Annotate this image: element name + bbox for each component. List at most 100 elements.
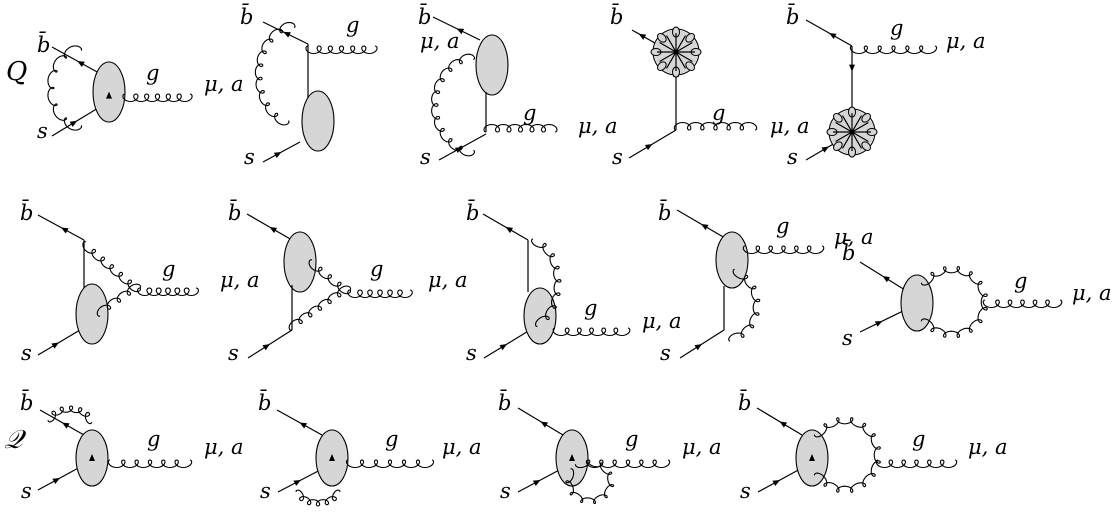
diagram-13: b̄ s g μ, a	[498, 389, 722, 505]
quark-arrow	[505, 227, 514, 234]
quark-arrow	[262, 344, 270, 351]
label-g: g	[162, 257, 175, 281]
label-g: g	[625, 427, 638, 451]
gluon	[137, 287, 199, 297]
quark-arrow	[62, 422, 70, 429]
label-s: s	[466, 341, 477, 365]
internal-arrow	[809, 454, 815, 461]
gluon	[585, 459, 671, 469]
label-g: g	[146, 61, 159, 85]
quark-arrow	[829, 33, 837, 40]
blob-petal	[833, 113, 843, 123]
label-bbar: b̄	[418, 3, 431, 29]
quark-arrow	[51, 342, 59, 349]
label-mu-a: μ, a	[834, 225, 874, 249]
gluon	[345, 459, 435, 469]
gluon	[288, 285, 352, 331]
gluon	[742, 245, 825, 255]
internal-arrow	[106, 91, 112, 99]
self-energy-blob	[826, 106, 878, 158]
label-mu-a: μ, a	[428, 268, 468, 292]
label-bbar: b̄	[20, 389, 33, 415]
self-energy-blob	[650, 26, 702, 78]
blob-spoke	[835, 121, 869, 143]
label-bbar: b̄	[228, 199, 241, 225]
vertex-blob	[523, 287, 557, 345]
gluon	[552, 327, 631, 337]
label-bbar: b̄	[498, 389, 511, 415]
gluon	[122, 93, 193, 103]
label-bbar: b̄	[258, 389, 271, 415]
quark-arrow	[849, 64, 855, 72]
label-s: s	[660, 341, 671, 365]
label-s: s	[21, 341, 32, 365]
gluon-arc	[813, 417, 881, 493]
vertex-blob	[283, 231, 317, 293]
gluon	[849, 45, 938, 55]
row-label-calligraphic-q: 𝒬	[4, 425, 27, 455]
vertex-blob	[715, 231, 749, 289]
vertex-blob	[75, 283, 109, 345]
label-g: g	[712, 101, 725, 125]
diagram-3: b̄ s g μ, a	[418, 3, 618, 169]
diagram-2: b̄sgμ, a	[240, 3, 460, 169]
quark-arrow	[499, 344, 507, 351]
label-mu-a: μ, a	[770, 114, 810, 138]
quark-arrow	[694, 344, 702, 351]
blob-petal	[657, 61, 667, 71]
internal-arrow	[569, 454, 575, 461]
quark-arrow	[532, 480, 541, 486]
label-bbar: b̄	[842, 239, 855, 265]
vertex-blob	[475, 34, 509, 96]
label-bbar: b̄	[738, 389, 751, 415]
label-g: g	[584, 296, 597, 320]
label-g: g	[1014, 269, 1027, 293]
gluon-arc	[295, 489, 341, 507]
label-mu-a: μ, a	[578, 114, 618, 138]
label-bbar: b̄	[240, 3, 253, 29]
label-bbar: b̄	[37, 31, 50, 57]
diagram-5: b̄sgμ, a	[786, 3, 986, 169]
label-mu-a: μ, a	[682, 435, 722, 459]
label-s: s	[787, 145, 798, 169]
label-mu-a: μ, a	[642, 309, 682, 333]
label-g: g	[776, 214, 789, 238]
label-mu-a: μ, a	[946, 29, 986, 53]
label-s: s	[260, 479, 271, 503]
gluon	[305, 45, 378, 55]
quark-arrow	[638, 33, 647, 40]
label-bbar: b̄	[20, 199, 33, 225]
row-label-q: Q	[6, 57, 27, 87]
gluon	[96, 283, 142, 317]
label-g: g	[523, 101, 536, 125]
quark-arrow	[644, 144, 653, 151]
blob-petal	[833, 141, 843, 151]
internal-arrow	[89, 454, 95, 461]
label-g: g	[890, 16, 903, 40]
label-s: s	[740, 479, 751, 503]
quark-arrow	[874, 321, 883, 327]
label-g: g	[385, 427, 398, 451]
blob-petal	[861, 113, 871, 123]
label-s: s	[420, 145, 431, 169]
gluon-arc	[254, 21, 296, 126]
gluon-arc	[530, 238, 562, 328]
gluon-arc	[431, 53, 476, 157]
label-s: s	[500, 479, 511, 503]
quark-arrow	[283, 31, 291, 38]
blob-spoke	[659, 41, 693, 63]
quark-arrow	[882, 276, 891, 283]
label-bbar: b̄	[658, 199, 671, 225]
quark-arrow	[77, 60, 85, 67]
label-mu-a: μ, a	[204, 72, 244, 96]
quark-arrow	[772, 480, 780, 486]
quark-arrow	[456, 28, 465, 35]
quark-arrow	[701, 224, 709, 231]
gluon	[483, 123, 558, 133]
